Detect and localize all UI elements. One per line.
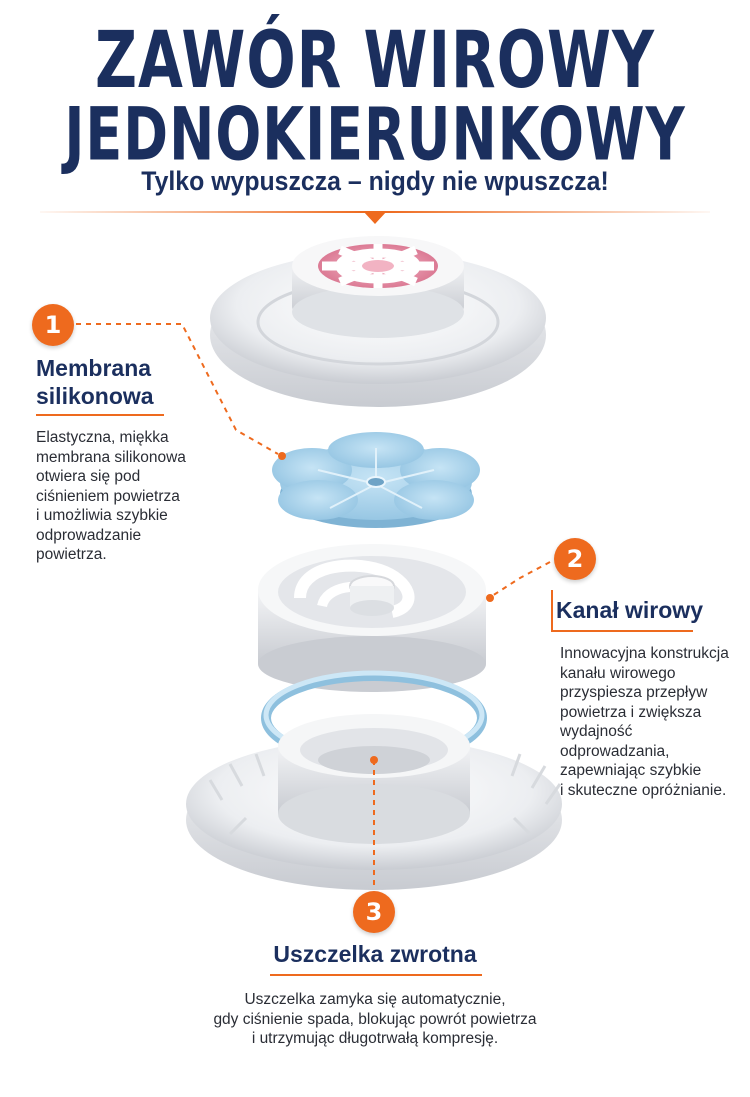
feature-1-heading-line2: silikonowa (36, 383, 154, 409)
feature-1-desc-line: ciśnieniem powietrza (36, 487, 180, 505)
feature-2-description: Innowacyjna konstrukcja kanału wirowego … (560, 644, 746, 800)
feature-1-desc-line: otwiera się pod (36, 468, 141, 485)
feature-2-desc-line: powietrza i zwiększa (560, 703, 702, 721)
feature-3-desc-line: gdy ciśnienie spada, blokując powrót pow… (213, 1010, 537, 1028)
feature-1-desc-line: odprowadzanie (36, 526, 142, 544)
feature-2-desc-line: zapewniając szybkie (560, 762, 702, 779)
feature-2-accent-bar (551, 590, 553, 630)
feature-3-desc-line: Uszczelka zamyka się automatycznie, (244, 991, 506, 1008)
page-title-line1: ZAWÓR WIROWY (95, 13, 655, 106)
page-subtitle: Tylko wypuszcza – nigdy nie wpuszcza! (141, 166, 609, 196)
feature-1-heading-line1: Membrana (36, 355, 152, 381)
feature-3-desc-line: i utrzymując długotrwałą kompresję. (251, 1030, 499, 1047)
divider-right (384, 211, 710, 213)
feature-3-description: Uszczelka zamyka się automatycznie, gdy … (0, 990, 750, 1049)
feature-1-description: Elastyczna, miękka membrana silikonowa o… (36, 428, 236, 565)
feature-2-desc-line: i skuteczne opróżnianie. (560, 781, 727, 799)
feature-1-desc-line: i umożliwia szybkie (36, 507, 168, 524)
feature-2-desc-line: kanału wirowego (560, 664, 676, 682)
feature-2-heading: Kanał wirowy (556, 597, 703, 623)
feature-1-desc-line: Elastyczna, miękka (36, 429, 169, 446)
swirl-channel-part (258, 544, 486, 692)
callout-connectors (76, 323, 551, 890)
page-title-line2: JEDNOKIERUNKOWY (64, 91, 686, 177)
feature-1-desc-line: powietrza. (36, 546, 107, 563)
feature-2-badge: 2 (554, 538, 596, 580)
feature-3-heading: Uszczelka zwrotna (273, 941, 477, 967)
callout-dots (278, 452, 494, 764)
feature-1-badge: 1 (32, 304, 74, 346)
feature-3-underline (270, 974, 482, 976)
feature-3-badge: 3 (353, 891, 395, 933)
feature-2-desc-line: Innowacyjna konstrukcja (560, 645, 729, 662)
feature-1-desc-line: membrana silikonowa (36, 448, 186, 466)
divider-arrow-icon (363, 211, 387, 224)
feature-2-desc-line: przyspiesza przepływ (560, 684, 708, 701)
feature-1-underline (36, 414, 164, 416)
feature-2-underline (551, 630, 693, 632)
top-cap-part (210, 236, 546, 407)
feature-2-desc-line: wydajność odprowadzania, (560, 723, 670, 760)
divider-left (40, 211, 366, 213)
membrane-part (272, 432, 480, 528)
